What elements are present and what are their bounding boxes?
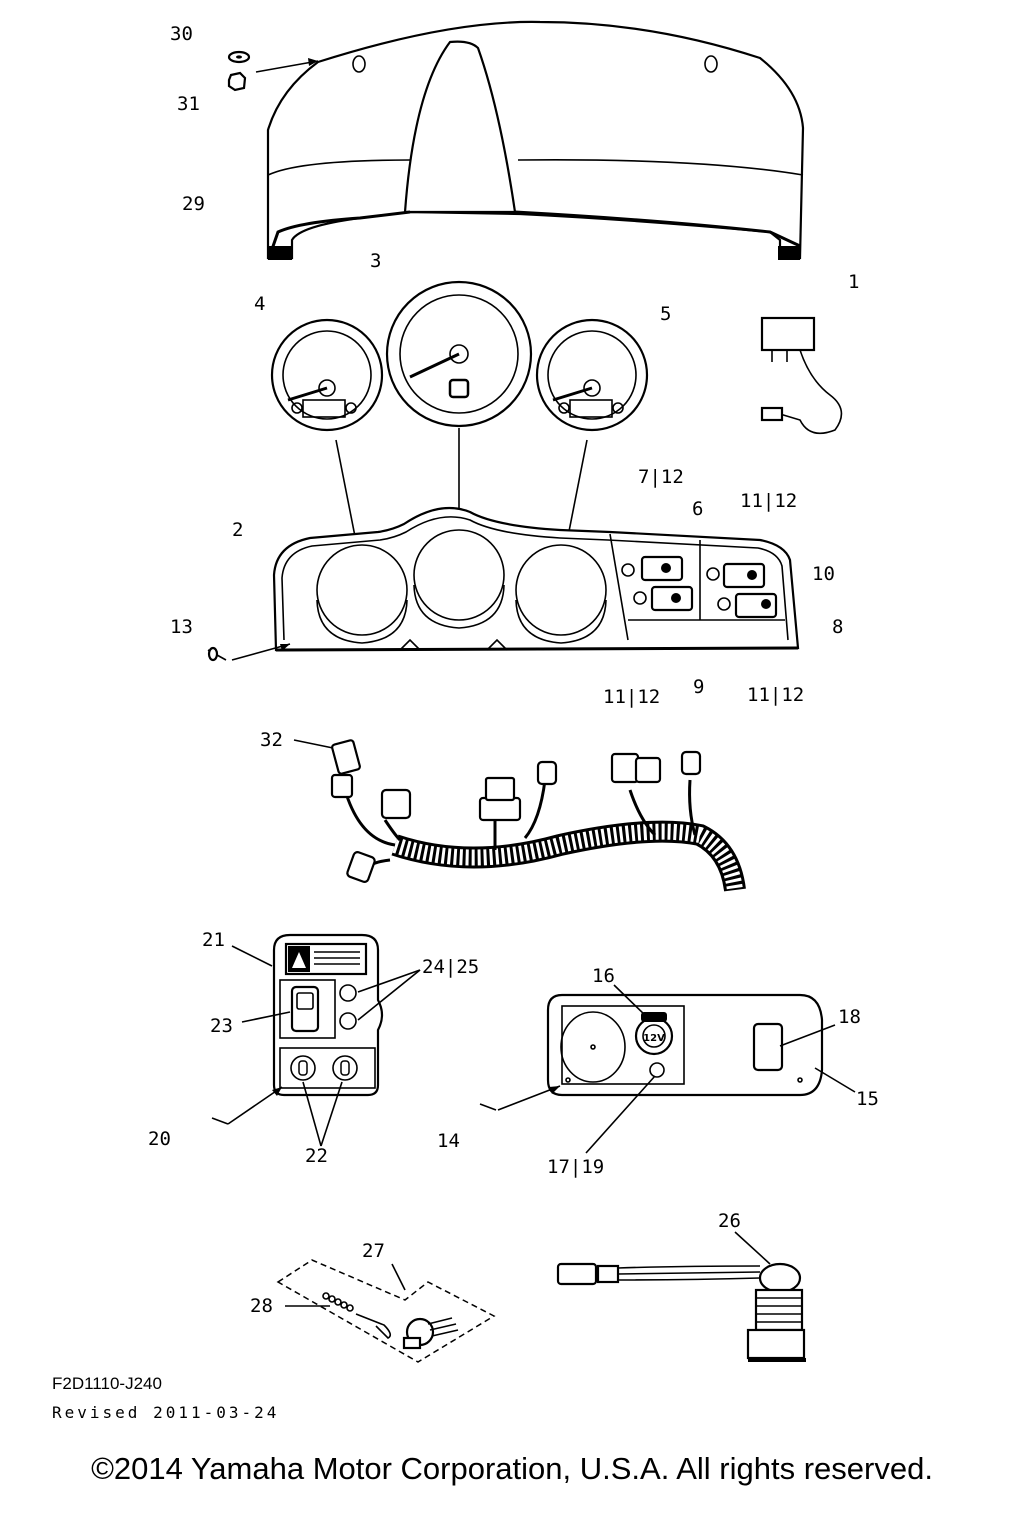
callout-8: 8 [832,616,843,638]
callout-27: 27 [362,1240,385,1262]
callout-14: 14 [437,1130,460,1152]
gauge-right [535,318,649,432]
copyright-notice: ©2014 Yamaha Motor Corporation, U.S.A. A… [91,1451,933,1486]
drawing-code: F2D1110-J240 [52,1374,162,1393]
callout-23: 23 [210,1015,233,1037]
callout-29: 29 [182,193,205,215]
callout-28: 28 [250,1295,273,1317]
meter-module [760,316,843,435]
callout-1: 1 [848,271,859,293]
nut [227,71,247,92]
callout-32: 32 [260,729,283,751]
meter-panel [272,506,800,652]
gauge-center-tachometer [385,280,533,428]
callout-11-12-left: 11|12 [603,686,660,708]
callout-30: 30 [170,23,193,45]
hood-cover [266,20,805,260]
callout-7-12: 7|12 [638,466,684,488]
callout-15: 15 [856,1088,879,1110]
callout-6: 6 [692,498,703,520]
callout-21: 21 [202,929,225,951]
callout-20: 20 [148,1128,171,1150]
washer [227,50,251,64]
callout-3: 3 [370,250,381,272]
callout-24-25: 24|25 [422,956,479,978]
callout-13: 13 [170,616,193,638]
socket-label: 12V [643,1033,665,1044]
wire-harness [330,739,746,892]
callout-5: 5 [660,303,671,325]
sensor-cable [556,1262,806,1362]
callout-31: 31 [177,93,200,115]
leader-line [255,60,319,73]
callout-11-12-right: 11|12 [747,684,804,706]
callout-22: 22 [305,1145,328,1167]
callout-18: 18 [838,1006,861,1028]
revision-date: Revised 2011-03-24 [52,1403,280,1422]
gauge-left [270,318,384,432]
callout-17-19: 17|19 [547,1156,604,1178]
screw [207,646,227,662]
callout-11-12-top: 11|12 [740,490,797,512]
accessory-panel [546,993,824,1097]
callout-4: 4 [254,293,265,315]
callout-9: 9 [693,676,704,698]
callout-16: 16 [592,965,615,987]
switch-panel [272,933,384,1097]
callout-2: 2 [232,519,243,541]
callout-10: 10 [812,563,835,585]
callout-26: 26 [718,1210,741,1232]
repair-kit [276,1259,496,1363]
